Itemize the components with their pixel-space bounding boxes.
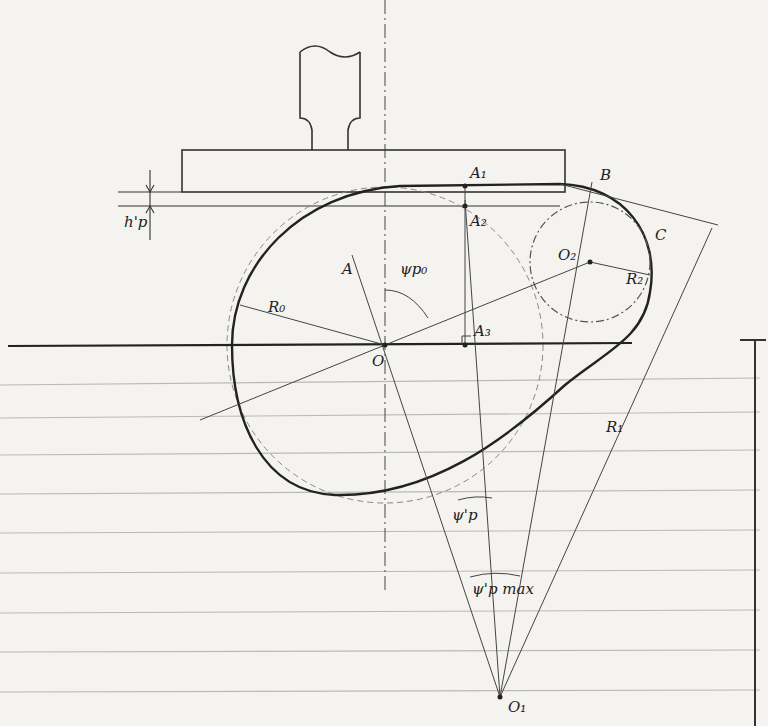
construction-lines	[8, 182, 718, 697]
point-label: O₂	[558, 248, 576, 263]
point-label: B	[600, 168, 611, 183]
point-label: ψp₀	[400, 262, 427, 277]
points	[383, 184, 593, 700]
point-label: R₁	[606, 420, 623, 435]
point-label: R₂	[626, 272, 643, 287]
point-label: ψ'p	[452, 508, 478, 523]
roller-circle	[530, 202, 650, 322]
axis-line	[385, 0, 386, 590]
point-label: O₁	[508, 700, 526, 715]
cam-profile	[232, 184, 652, 495]
point-label: A	[342, 262, 353, 277]
point-label: A₂	[470, 214, 487, 229]
point-label: R₀	[268, 300, 285, 315]
dimension-lines	[118, 170, 560, 240]
point-label: A₃	[474, 324, 491, 339]
point-label: C	[655, 228, 666, 243]
page-edge	[740, 339, 766, 341]
point-label: O	[372, 354, 384, 369]
point-label: ψ'p max	[472, 582, 534, 597]
paper-lines	[0, 378, 760, 692]
page-edge	[754, 340, 756, 726]
point-label: A₁	[470, 166, 487, 181]
flat-follower	[182, 46, 565, 192]
point-label: h'p	[124, 215, 147, 230]
